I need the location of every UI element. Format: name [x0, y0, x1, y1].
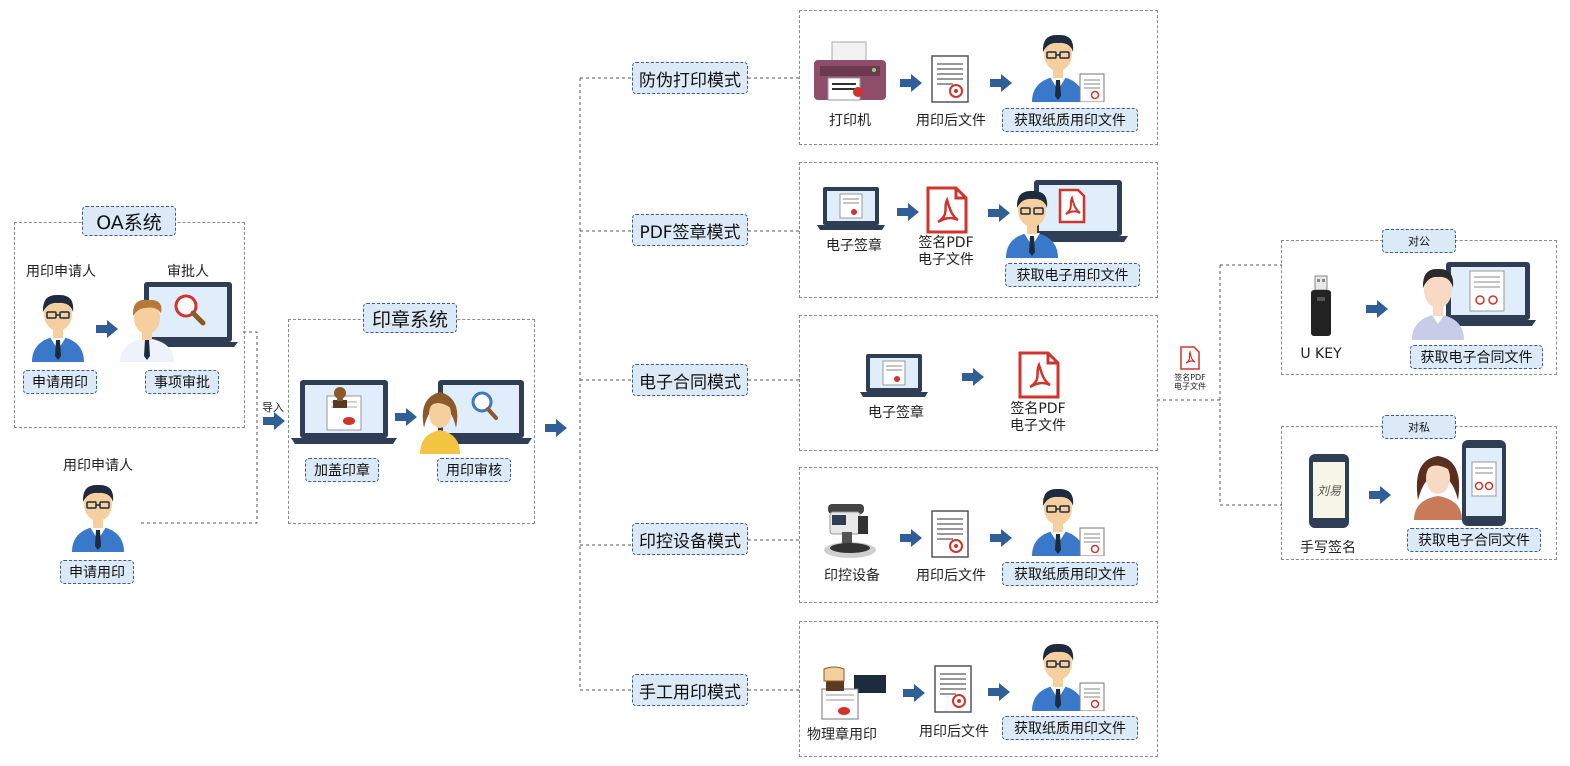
pdf-mini-label-line2: 电子文件	[1174, 382, 1206, 391]
private-result-tag[interactable]: 获取电子合同文件	[1407, 528, 1541, 552]
manual-step2-label: 用印后文件	[919, 724, 989, 740]
pdf-step1-label: 电子签章	[826, 238, 882, 254]
person-with-paper-icon	[1032, 488, 1105, 556]
mode-anticounterfeit-print-tag[interactable]: 防伪打印模式	[632, 62, 748, 94]
mode-box-manual	[799, 621, 1158, 757]
arrow-right-icon	[903, 684, 925, 702]
person-with-paper-icon	[1032, 34, 1105, 102]
reviewer-woman-laptop-icon	[420, 380, 532, 454]
device-step2-label: 用印后文件	[916, 568, 986, 584]
woman-phone-contract-icon	[1414, 440, 1506, 526]
device-result-tag[interactable]: 获取纸质用印文件	[1002, 562, 1138, 586]
pdf-file-icon	[926, 186, 968, 234]
pdf-step2-label-line2: 电子文件	[918, 252, 974, 268]
seal-system-title: 印章系统	[363, 303, 457, 333]
person-with-paper-icon	[1032, 643, 1105, 711]
pdf-mini-label-line1: 签名PDF	[1174, 373, 1206, 382]
applicant-person-icon	[32, 294, 84, 362]
pdf-file-icon	[1018, 351, 1060, 399]
arrow-right-icon	[545, 419, 567, 437]
arrow-right-icon	[395, 408, 417, 426]
person-laptop-pdf-icon	[1006, 180, 1128, 258]
oa-applicant-label: 用印申请人	[26, 264, 96, 280]
arrow-right-icon	[900, 74, 922, 92]
arrow-right-icon	[988, 204, 1010, 222]
pdf-result-tag[interactable]: 获取电子用印文件	[1005, 263, 1140, 287]
arrow-right-icon	[988, 683, 1010, 701]
manual-step1-label: 物理章用印	[807, 727, 877, 743]
print-step2-label: 用印后文件	[916, 113, 986, 129]
pdf-mini-icon	[1180, 346, 1200, 370]
print-result-tag[interactable]: 获取纸质用印文件	[1002, 108, 1138, 132]
e-signature-laptop-icon	[860, 354, 928, 397]
arrow-right-icon	[96, 320, 118, 338]
apply-seal-tag[interactable]: 申请用印	[23, 370, 97, 394]
mode-box-contract	[799, 315, 1158, 451]
sealed-document-icon	[934, 665, 972, 713]
usb-key-icon	[1311, 275, 1331, 336]
stamp-laptop-icon	[291, 380, 397, 444]
arrow-right-icon	[962, 368, 984, 386]
contract-step1-label: 电子签章	[868, 405, 924, 421]
public-title-tag: 对公	[1382, 229, 1456, 253]
seal-device-icon	[824, 504, 876, 558]
handwritten-signature: 刘易	[1316, 484, 1341, 498]
stamp-seal-tag[interactable]: 加盖印章	[305, 458, 379, 482]
mode-box-device	[799, 467, 1158, 603]
matter-approval-tag[interactable]: 事项审批	[145, 370, 219, 394]
oa-approver-label: 审批人	[167, 264, 209, 280]
printer-icon	[814, 41, 886, 101]
import-label: 导入	[262, 401, 284, 414]
contract-step2-label-line2: 电子文件	[1010, 418, 1066, 434]
mode-seal-device-tag[interactable]: 印控设备模式	[632, 523, 748, 555]
mode-e-contract-tag[interactable]: 电子合同模式	[632, 364, 748, 396]
phone-icon	[1309, 454, 1349, 528]
device-step1-label: 印控设备	[824, 568, 880, 584]
arrow-right-icon	[1366, 300, 1388, 318]
import-arrow-icon	[263, 412, 285, 430]
arrow-right-icon	[900, 529, 922, 547]
seal-review-tag[interactable]: 用印审核	[437, 458, 511, 482]
person-laptop-contract-icon	[1412, 262, 1536, 340]
mode-pdf-signature-tag[interactable]: PDF签章模式	[632, 214, 748, 246]
mode-box-pdf	[799, 162, 1158, 298]
arrow-right-icon	[897, 203, 919, 221]
public-result-tag[interactable]: 获取电子合同文件	[1410, 345, 1543, 369]
bottom-applicant-person-icon	[72, 484, 124, 552]
oa-system-title: OA系统	[82, 206, 176, 236]
pdf-step2-label-line1: 签名PDF	[918, 235, 974, 251]
arrow-right-icon	[1369, 486, 1391, 504]
private-step1-label: 手写签名	[1300, 540, 1356, 556]
sealed-document-icon	[931, 55, 969, 103]
contract-step2-label-line1: 签名PDF	[1010, 401, 1066, 417]
approver-laptop-search-icon	[120, 282, 238, 362]
print-step1-label: 打印机	[829, 113, 871, 129]
mode-box-print	[799, 10, 1158, 145]
e-signature-laptop-icon	[817, 187, 885, 230]
physical-stamp-icon	[821, 666, 886, 720]
bottom-apply-seal-tag[interactable]: 申请用印	[60, 560, 134, 584]
bottom-applicant-label: 用印申请人	[63, 458, 133, 474]
private-title-tag: 对私	[1382, 415, 1456, 439]
arrow-right-icon	[990, 529, 1012, 547]
public-step1-label: U KEY	[1300, 346, 1342, 362]
manual-result-tag[interactable]: 获取纸质用印文件	[1002, 716, 1138, 740]
arrow-right-icon	[990, 74, 1012, 92]
mode-manual-seal-tag[interactable]: 手工用印模式	[632, 674, 748, 706]
handwriting-phone: 刘易	[1307, 452, 1351, 530]
sealed-document-icon	[931, 510, 969, 558]
